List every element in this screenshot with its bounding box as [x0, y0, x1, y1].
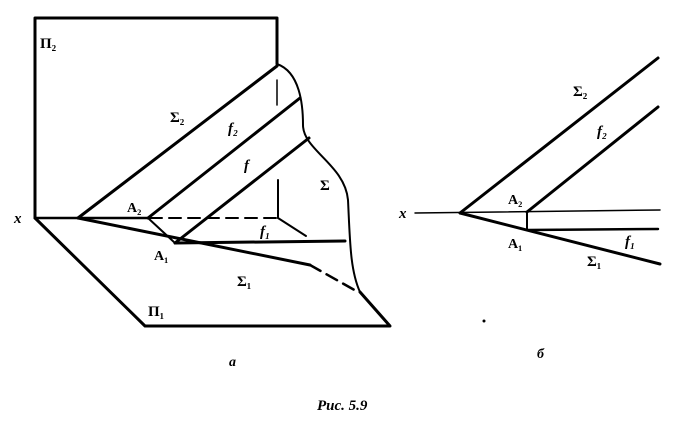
sigma1-trace-dashed — [308, 263, 360, 294]
label-pi1: Π₁ — [148, 304, 164, 320]
f1-line — [173, 239, 347, 245]
label-f2-b: f₂ — [597, 124, 607, 140]
sigma-curve-boundary — [276, 63, 361, 293]
f2-line-b — [525, 105, 660, 214]
label-sigma-a: Σ — [320, 178, 330, 194]
label-f1-a: f₁ — [260, 224, 270, 240]
label-sigma1-b: Σ₁ — [587, 254, 601, 270]
sigma2-trace — [76, 64, 279, 220]
figure-b: x Σ₂ f₂ A₂ A₁ f₁ Σ₁ б — [398, 56, 662, 362]
sublabel-b: б — [537, 347, 545, 362]
label-sigma2-a: Σ₂ — [170, 110, 185, 126]
figure-a: Π₂ Π₁ x Σ₂ f₂ f Σ A₂ f₁ A₁ Σ₁ а — [13, 16, 392, 370]
f-line — [173, 136, 311, 245]
label-f1-b: f₁ — [625, 234, 635, 250]
label-a1-a: A₁ — [154, 249, 168, 264]
sigma1-trace-b — [458, 211, 662, 266]
label-sigma1-a: Σ₁ — [237, 274, 251, 290]
x-axis-b — [414, 209, 661, 214]
sublabel-a: а — [229, 355, 236, 370]
label-x-a: x — [13, 211, 22, 227]
label-a2-a: A₂ — [127, 201, 141, 216]
f2-line — [146, 96, 302, 220]
label-sigma2-b: Σ₂ — [573, 84, 588, 100]
label-a1-b: A₁ — [508, 237, 522, 252]
stray-dot — [482, 319, 486, 323]
horizontal-plane-outline — [33, 216, 392, 328]
f1-line-b — [525, 227, 660, 232]
label-a2-b: A₂ — [508, 193, 522, 208]
oblique-projector — [277, 217, 307, 237]
label-x-b: x — [398, 206, 407, 222]
sigma2-trace-b — [458, 56, 660, 215]
label-f2-a: f₂ — [228, 121, 238, 137]
a2-a1-connector — [147, 217, 176, 244]
label-f-a: f — [244, 158, 251, 174]
label-pi2: Π₂ — [40, 36, 57, 52]
frontal-plane-outline — [33, 16, 279, 220]
figure-caption: Рис. 5.9 — [317, 398, 368, 414]
